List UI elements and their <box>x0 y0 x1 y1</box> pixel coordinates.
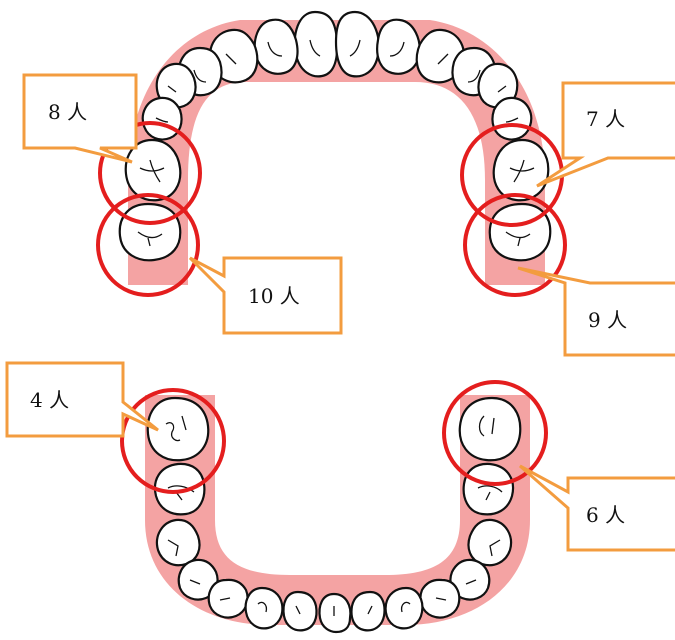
callout-label: 9 人 <box>588 308 627 332</box>
callout-upper-right-molar: 9 人 <box>517 266 675 357</box>
callout-label: 7 人 <box>586 107 625 131</box>
upper-teeth <box>118 10 552 262</box>
lower-tooth <box>350 590 386 632</box>
lower-tooth <box>177 558 219 601</box>
callouts: 8 人 10 人 7 人 9 人 4 人 6 人 <box>5 73 675 552</box>
lower-tooth <box>318 592 352 634</box>
callout-box <box>188 256 343 335</box>
circle-lower-left-molar <box>120 388 226 494</box>
callout-label: 10 人 <box>248 284 300 308</box>
lower-teeth <box>146 396 522 634</box>
upper-arch <box>118 10 552 285</box>
upper-tooth <box>477 62 519 109</box>
upper-tooth <box>253 18 299 75</box>
callout-box <box>517 266 675 357</box>
lower-arch <box>145 395 530 634</box>
upper-tooth <box>376 18 421 75</box>
lower-tooth <box>467 518 513 567</box>
callout-label: 4 人 <box>30 388 69 412</box>
callout-upper-left-molar: 10 人 <box>188 256 343 335</box>
upper-tooth <box>141 96 183 141</box>
callout-lower-right-molar: 6 人 <box>519 464 675 552</box>
circle-upper-left-premolar <box>98 121 202 225</box>
upper-tooth <box>488 202 552 262</box>
circle-upper-left-molar <box>96 193 200 297</box>
upper-tooth <box>155 62 197 109</box>
lower-tooth <box>244 586 284 630</box>
upper-teeth-grooves <box>137 39 535 247</box>
lower-tooth <box>153 462 206 516</box>
lower-tooth <box>449 558 491 601</box>
callout-box <box>519 464 675 552</box>
upper-tooth <box>334 10 380 78</box>
lower-tooth <box>384 586 424 630</box>
callout-box <box>5 361 159 438</box>
upper-gum <box>128 20 545 285</box>
callout-lower-left-molar: 4 人 <box>5 361 159 438</box>
callout-label: 6 人 <box>586 503 625 527</box>
callout-label: 8 人 <box>48 100 87 124</box>
callout-box <box>536 81 675 188</box>
callout-box <box>22 73 138 164</box>
callout-upper-left-premolar: 8 人 <box>22 73 138 164</box>
lower-tooth <box>155 518 201 567</box>
lower-tooth <box>462 462 515 516</box>
lower-tooth <box>146 396 210 462</box>
circle-lower-right-molar <box>442 380 548 486</box>
upper-tooth <box>118 202 182 262</box>
callout-upper-right-premolar: 7 人 <box>536 81 675 188</box>
lower-tooth <box>282 590 318 632</box>
lower-tooth <box>458 396 522 462</box>
upper-tooth <box>491 96 533 141</box>
upper-tooth <box>293 10 339 78</box>
circle-upper-right-molar <box>463 193 567 297</box>
lower-gum <box>145 395 530 625</box>
